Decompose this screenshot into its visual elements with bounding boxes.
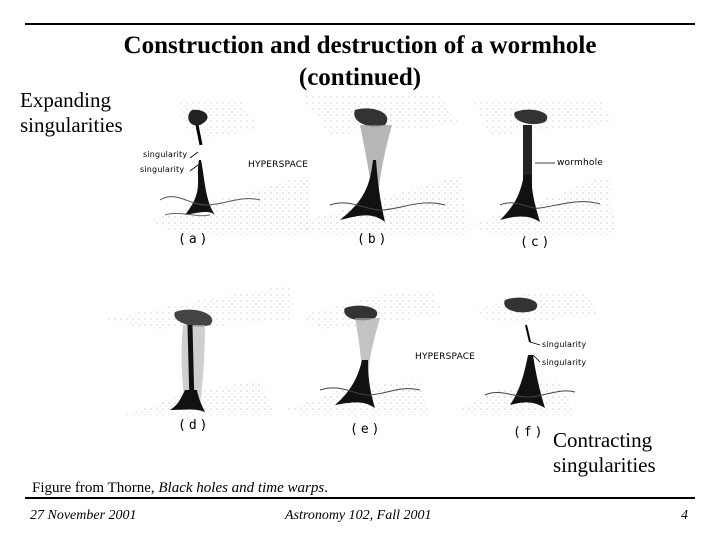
leader-line: [532, 354, 541, 363]
contracting-label-line-1: Contracting: [553, 428, 653, 452]
footer-course: Astronomy 102, Fall 2001: [285, 508, 432, 523]
top-rule: [25, 23, 695, 25]
title-line-2: (continued): [298, 64, 422, 91]
annotation-hyperspace-top: HYPERSPACE: [248, 160, 309, 170]
expanding-label: Expanding singularities: [20, 88, 123, 138]
expanding-label-line-2: singularities: [20, 113, 123, 137]
panel-f-drawing: [455, 290, 600, 415]
panel-c-drawing: [470, 100, 615, 235]
leader-line: [189, 164, 199, 172]
panel-a-drawing: [150, 100, 310, 235]
annotation-singularity-a-bottom: singularity: [140, 165, 185, 174]
panel-label-b: (b): [357, 232, 390, 247]
panel-e-drawing: [285, 290, 445, 415]
panel-label-d: (d): [178, 418, 211, 433]
panel-d-drawing: [100, 285, 295, 415]
annotation-singularity-a-top: singularity: [143, 150, 188, 159]
panel-label-f: (f): [513, 425, 546, 440]
caption-suffix: .: [324, 480, 328, 496]
caption-book-title: Black holes and time warps: [158, 480, 325, 496]
annotation-wormhole: wormhole: [557, 158, 604, 168]
footer-page-number: 4: [681, 508, 688, 523]
annotation-singularity-f-bottom: singularity: [542, 358, 587, 367]
footer-date: 27 November 2001: [30, 508, 137, 523]
annotation-singularity-f-top: singularity: [542, 340, 587, 349]
expanding-label-line-1: Expanding: [20, 88, 111, 112]
contracting-label: Contracting singularities: [553, 428, 656, 478]
caption-prefix: Figure from Thorne,: [32, 480, 159, 496]
contracting-label-line-2: singularities: [553, 453, 656, 477]
panel-label-a: (a): [178, 232, 211, 247]
panel-label-e: (e): [350, 422, 383, 437]
leader-line: [189, 151, 199, 159]
leader-line: [529, 341, 541, 346]
slide-title: Construction and destruction of a wormho…: [0, 30, 720, 94]
panel-b-drawing: [290, 95, 470, 235]
annotation-hyperspace-bottom: HYPERSPACE: [415, 352, 476, 362]
title-line-1: Construction and destruction of a wormho…: [123, 32, 597, 59]
figure-caption: Figure from Thorne, Black holes and time…: [32, 480, 328, 497]
bottom-rule: [25, 497, 695, 499]
panel-label-c: (c): [520, 235, 553, 250]
